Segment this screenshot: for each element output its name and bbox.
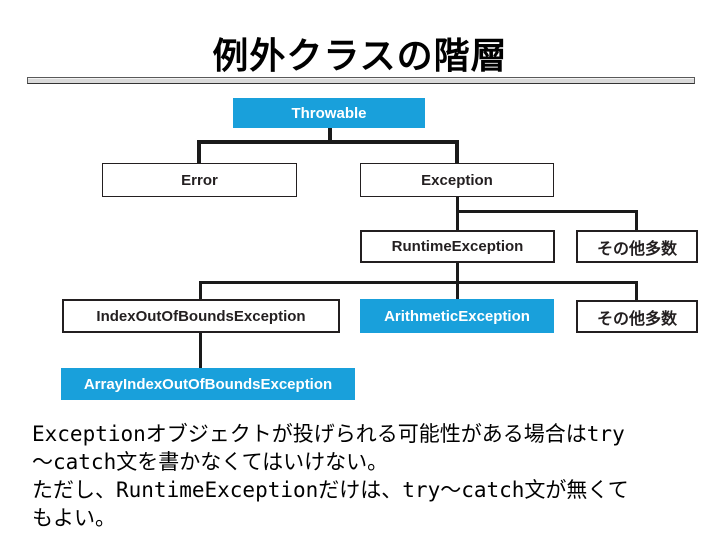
- node-array-index-out-of-bounds-exception: ArrayIndexOutOfBoundsException: [61, 368, 355, 400]
- connector-to-others-top: [635, 210, 638, 230]
- slide-title: 例外クラスの階層: [212, 35, 508, 76]
- connector-to-others-bottom: [635, 281, 638, 300]
- node-index-out-of-bounds-exception: IndexOutOfBoundsException: [62, 299, 340, 333]
- connector-exception-stem: [456, 197, 459, 230]
- connector-exception-horizontal: [456, 210, 638, 213]
- node-arithmetic-exception: ArithmeticException: [360, 299, 554, 333]
- body-text-line: ～catch文を書かなくてはいけない。: [32, 450, 389, 474]
- connector-throwable-horizontal: [197, 140, 459, 144]
- connector-to-array-index-out-of-bounds: [199, 333, 202, 368]
- connector-runtime-stem: [456, 262, 459, 299]
- slide-body-text: Exceptionオブジェクトが投げられる可能性がある場合はtry ～catch…: [32, 420, 702, 532]
- title-separator: [27, 77, 695, 84]
- connector-to-error: [197, 140, 201, 163]
- connector-to-index-out-of-bounds: [199, 281, 202, 299]
- body-text-line: Exceptionオブジェクトが投げられる可能性がある場合はtry: [32, 422, 625, 446]
- connector-throwable-stem: [328, 128, 332, 142]
- node-throwable: Throwable: [233, 98, 425, 128]
- node-runtime-exception: RuntimeException: [360, 230, 555, 263]
- node-others-top: その他多数: [576, 230, 698, 263]
- node-error: Error: [102, 163, 297, 197]
- connector-to-exception: [455, 140, 459, 163]
- connector-runtime-horizontal: [199, 281, 638, 284]
- node-others-bottom: その他多数: [576, 300, 698, 333]
- body-text-line: ただし、RuntimeExceptionだけは、try～catch文が無くて: [32, 478, 629, 502]
- body-text-line: もよい。: [32, 506, 116, 530]
- node-exception: Exception: [360, 163, 554, 197]
